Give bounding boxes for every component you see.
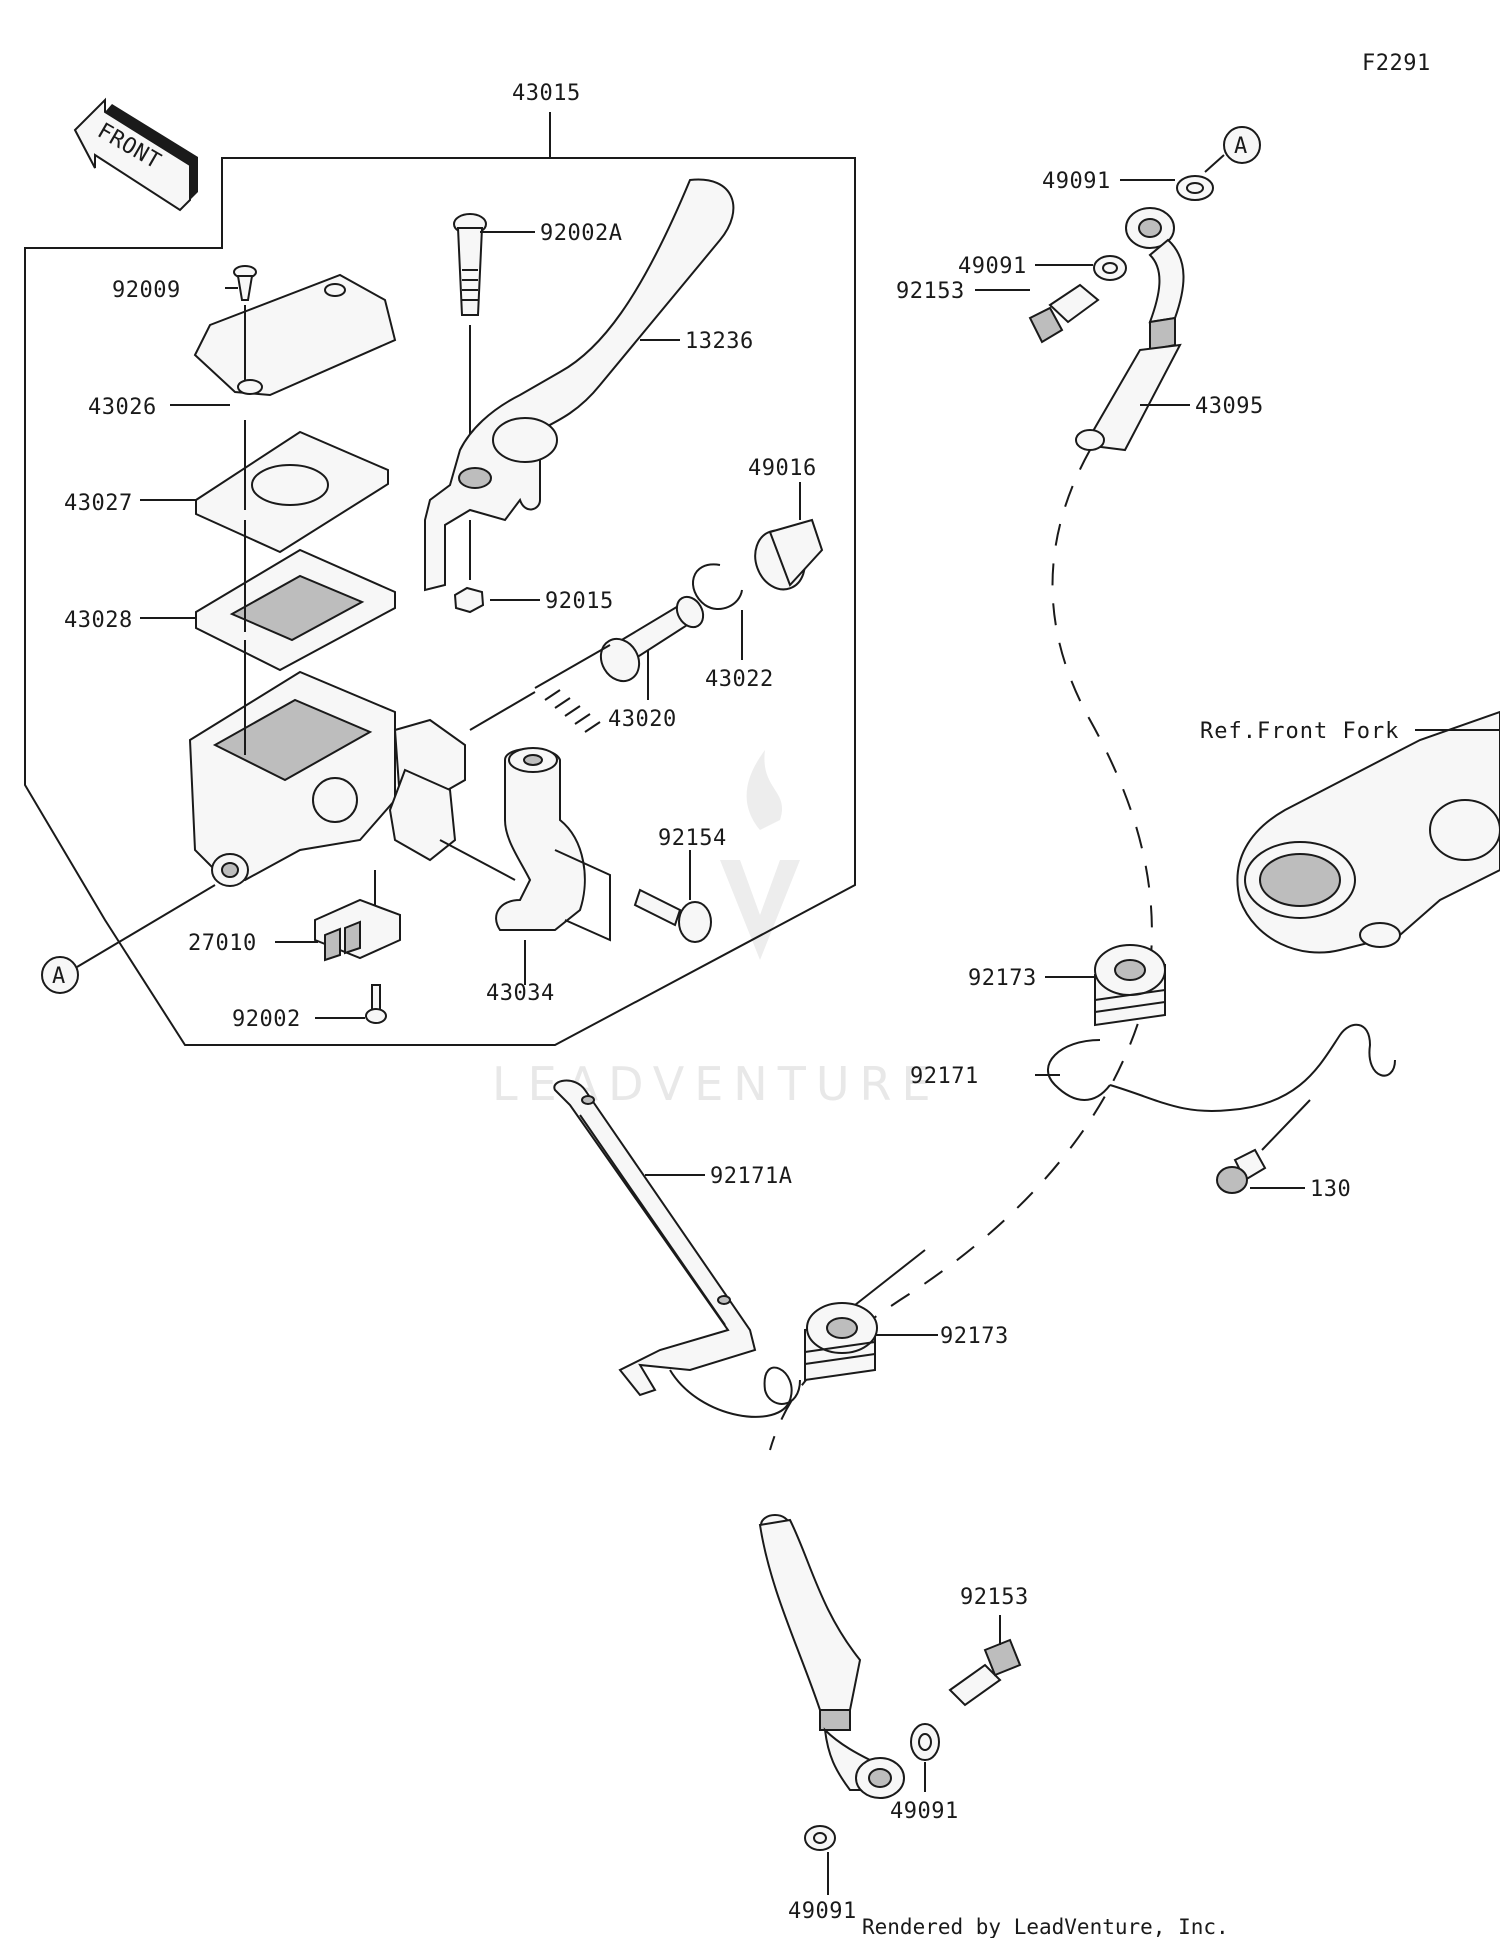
label-43095: 43095 xyxy=(1195,394,1264,419)
label-49091-top1: 49091 xyxy=(1042,169,1111,194)
grommet-92173-lower: 92173 xyxy=(804,1249,1009,1382)
label-43015: 43015 xyxy=(512,81,581,106)
master-cylinder-body xyxy=(188,640,516,887)
label-43028: 43028 xyxy=(64,608,133,633)
label-27010: 27010 xyxy=(188,931,257,956)
bolt-92154: 92154 xyxy=(633,826,727,943)
label-43034: 43034 xyxy=(486,981,555,1006)
plate-43027: 43027 xyxy=(64,420,389,554)
front-fork-bracket: Ref.Front Fork xyxy=(1200,710,1500,954)
label-43020: 43020 xyxy=(608,707,677,732)
nut-92015: 92015 xyxy=(453,520,614,614)
switch-27010: 27010 xyxy=(188,870,401,962)
screw-92002: 92002 xyxy=(232,984,387,1032)
lever-13236: 13236 xyxy=(424,178,754,592)
label-49091-bottom2: 49091 xyxy=(788,1899,857,1924)
label-49091-top2: 49091 xyxy=(958,254,1027,279)
callout-a-left: A xyxy=(41,884,216,994)
reservoir-cap-43026: 43026 xyxy=(88,273,397,420)
assembly-outline xyxy=(24,157,856,1046)
grommet-92173-upper: 92173 xyxy=(968,944,1166,1027)
bolt-92002A: 92002A xyxy=(453,213,622,470)
footer-credit: Rendered by LeadVenture, Inc. xyxy=(862,1915,1229,1938)
label-92153-bottom: 92153 xyxy=(960,1585,1029,1610)
washer-49091-top1: 49091 xyxy=(1042,169,1214,201)
bolt-130: 130 xyxy=(1216,1099,1351,1202)
washer-49091-top2: 49091 xyxy=(958,254,1127,281)
callout-a-left-letter: A xyxy=(52,964,66,989)
washer-49091-bottom1: 49091 xyxy=(890,1723,959,1824)
banjo-bolt-92153-top: 92153 xyxy=(896,279,1100,344)
label-92173-upper: 92173 xyxy=(968,966,1037,991)
label-43027: 43027 xyxy=(64,491,133,516)
callout-a-right: A xyxy=(1204,126,1261,173)
front-arrow-icon: FRONT xyxy=(73,97,198,212)
boot-49016: 49016 xyxy=(748,456,824,591)
brake-hose-lower xyxy=(758,1514,905,1799)
label-49016: 49016 xyxy=(748,456,817,481)
seal-43028: 43028 xyxy=(64,520,396,672)
bracket-92171A: 92171A xyxy=(553,1079,801,1418)
label-92002A: 92002A xyxy=(540,221,622,246)
callout-a-right-letter: A xyxy=(1234,134,1248,159)
label-43026: 43026 xyxy=(88,395,157,420)
ref-front-fork-label: Ref.Front Fork xyxy=(1200,719,1399,744)
piston-43020: 43020 xyxy=(469,595,705,733)
label-130: 130 xyxy=(1310,1177,1351,1202)
label-92154: 92154 xyxy=(658,826,727,851)
label-43022: 43022 xyxy=(705,667,774,692)
diagram-code: F2291 xyxy=(1362,51,1431,76)
washer-49091-bottom2: 49091 xyxy=(788,1825,857,1924)
label-92153-top: 92153 xyxy=(896,279,965,304)
clamp-43034: 43034 xyxy=(486,747,611,1006)
screw-92009: 92009 xyxy=(112,265,257,303)
banjo-bolt-92153-bottom: 92153 xyxy=(948,1585,1029,1707)
label-92002: 92002 xyxy=(232,1007,301,1032)
label-92171A: 92171A xyxy=(710,1164,792,1189)
label-92171: 92171 xyxy=(910,1064,979,1089)
brake-hose-43095: 43095 xyxy=(1075,207,1264,452)
label-92015: 92015 xyxy=(545,589,614,614)
clamp-wire-92171: 92171 xyxy=(910,1023,1396,1112)
label-49091-bottom1: 49091 xyxy=(890,1799,959,1824)
circlip-43022: 43022 xyxy=(692,563,774,692)
hose-path-dashed xyxy=(769,449,1153,1451)
label-92009: 92009 xyxy=(112,278,181,303)
label-92173-lower: 92173 xyxy=(940,1324,1009,1349)
label-13236: 13236 xyxy=(685,329,754,354)
